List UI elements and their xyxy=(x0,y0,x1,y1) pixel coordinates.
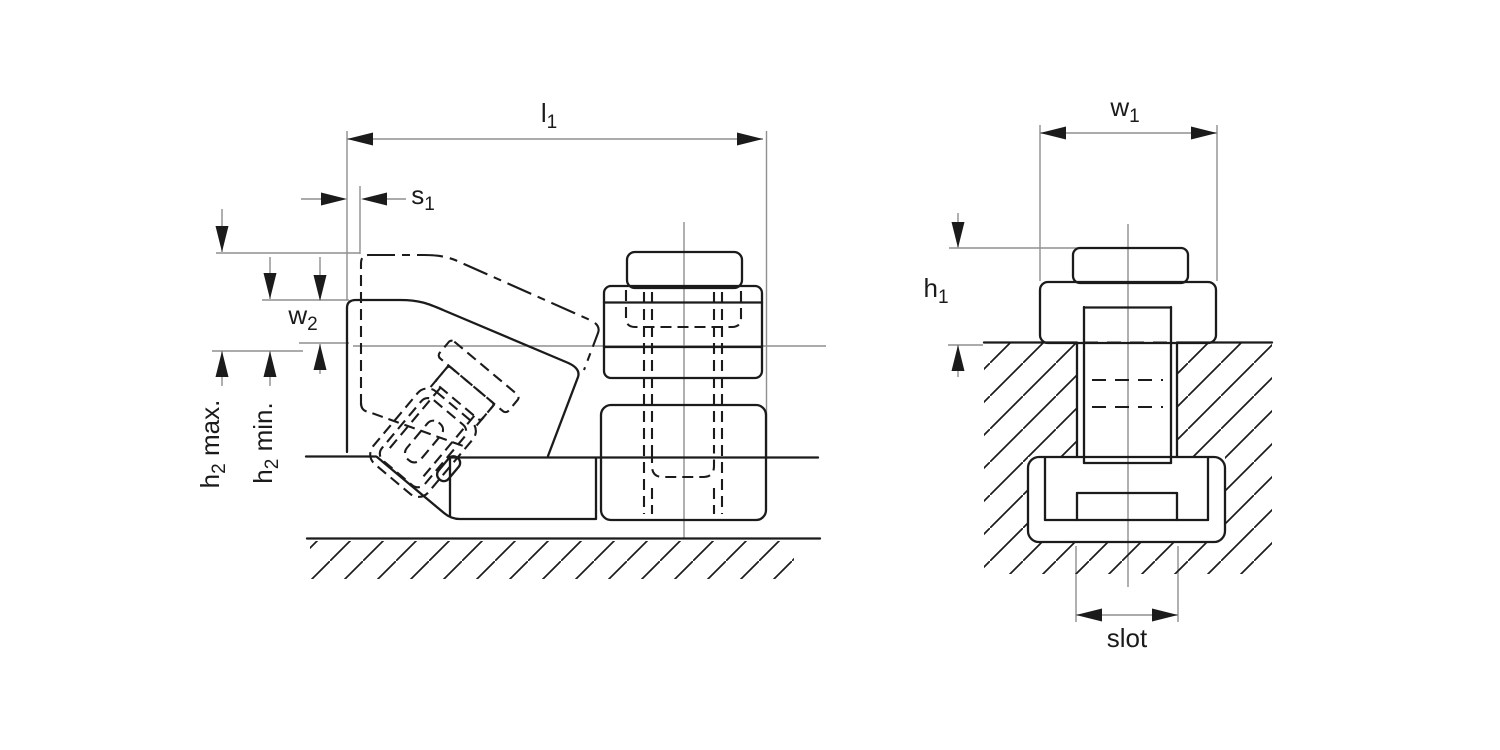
dim-label-h2-max: h2 max. xyxy=(195,399,230,489)
dimension-arrows-side xyxy=(215,132,763,377)
pin-tip-visible xyxy=(435,455,462,483)
t-slot-nut xyxy=(1043,456,1210,522)
clamp-arm-raised-phantom xyxy=(359,253,600,448)
clamp-arm xyxy=(304,298,820,521)
dim-label-s1: s1 xyxy=(411,180,435,215)
dim-label-h1: h1 xyxy=(923,273,949,308)
sliding-block xyxy=(599,403,768,522)
dim-label-w1: w1 xyxy=(1110,92,1140,127)
dim-label-slot: slot xyxy=(1106,623,1148,653)
dim-label-w2: w2 xyxy=(288,300,318,335)
dim-label-l1: l1 xyxy=(540,98,558,133)
ground-hatch-side xyxy=(305,537,822,579)
tilted-pin-hidden xyxy=(369,339,520,498)
dimension-lines-side xyxy=(212,131,826,538)
clamp-bolt-hidden xyxy=(624,290,743,514)
dim-label-h2-min: h2 min. xyxy=(248,402,283,484)
bolt-head xyxy=(625,250,744,290)
clamp-body-front xyxy=(1038,246,1218,465)
side-view xyxy=(212,131,826,579)
dimension-arrows-front xyxy=(951,126,1217,622)
clamp-bolt-washer-block xyxy=(602,284,764,380)
front-view xyxy=(948,125,1274,622)
